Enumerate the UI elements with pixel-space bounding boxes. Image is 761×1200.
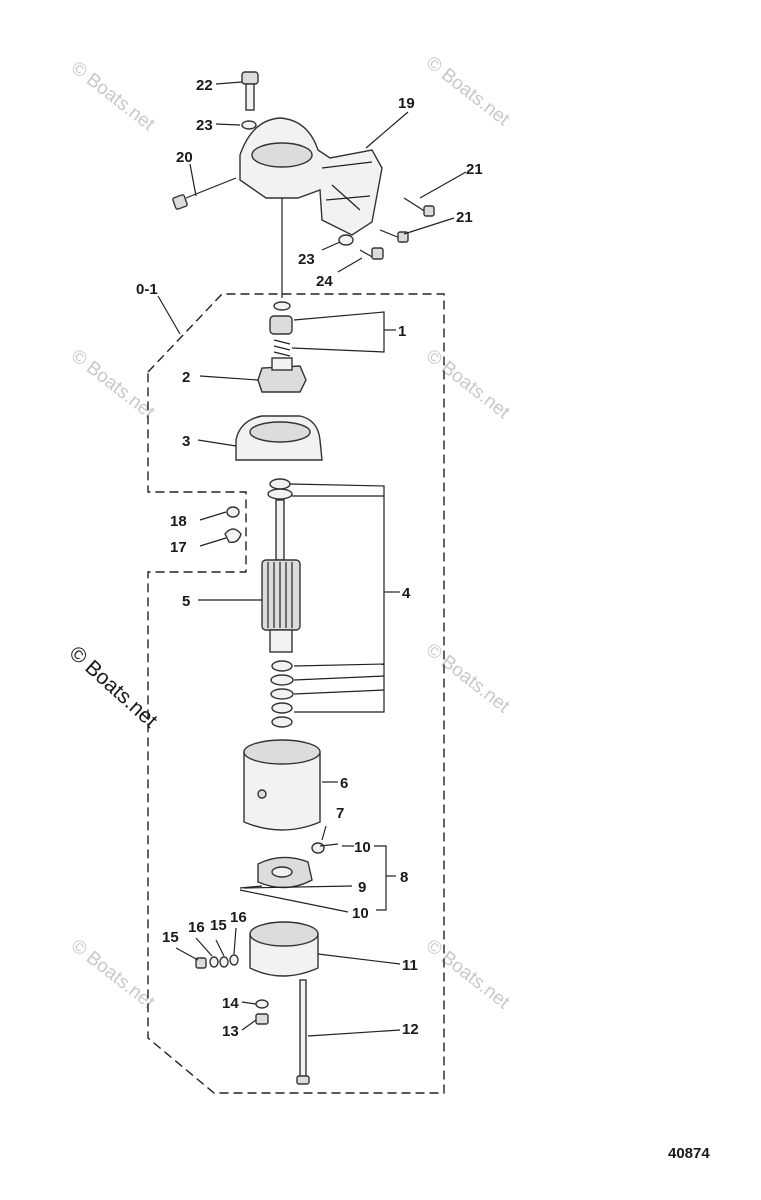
label-18: 18	[170, 513, 187, 530]
label-12: 12	[402, 1021, 419, 1038]
commutator	[269, 629, 293, 653]
end-cap-19	[239, 117, 383, 236]
watermark-2: © Boats.net	[422, 52, 514, 130]
label-15-mid: 15	[210, 917, 227, 934]
stop-collar-1	[269, 315, 293, 335]
label-23-lower: 23	[298, 251, 315, 268]
label-20: 20	[176, 149, 193, 166]
washer-4c	[271, 660, 293, 672]
brush-plate-hole	[271, 866, 293, 878]
label-5: 5	[182, 593, 190, 610]
end-cap-dome-base	[251, 142, 313, 168]
watermark-4: © Boats.net	[422, 345, 514, 423]
bolt-22-head	[241, 71, 259, 85]
label-21-upper: 21	[466, 161, 483, 178]
drive-gear-2	[257, 365, 307, 393]
label-17: 17	[170, 539, 187, 556]
through-bolt-12	[299, 979, 307, 1079]
label-16-left: 16	[188, 919, 205, 936]
callout-labels: 22 23 20 19 21 21 23 24 0-1 1 2 3 18 17 …	[136, 77, 483, 1040]
frame-screw-hole	[257, 789, 267, 799]
thrust-washer-4b	[267, 488, 293, 500]
washer-15b	[219, 956, 229, 968]
bracket-ribs	[321, 161, 373, 211]
bolt-22-shank	[245, 83, 255, 111]
drive-gear-teeth	[271, 357, 293, 371]
figure-number: 40874	[668, 1145, 710, 1162]
label-16-right: 16	[230, 909, 247, 926]
label-23-top: 23	[196, 117, 213, 134]
label-15-left: 15	[162, 929, 179, 946]
label-0-1: 0-1	[136, 281, 158, 298]
washer-16b	[229, 954, 239, 966]
drive-end-frame-bore	[249, 421, 311, 443]
brush-lead-9	[239, 885, 263, 889]
label-9: 9	[358, 879, 366, 896]
label-10-upper: 10	[354, 839, 371, 856]
washer-18	[226, 506, 240, 518]
washer-23-lower	[338, 234, 354, 246]
assembly-boundary-dashed	[147, 293, 445, 1094]
washer-4d	[270, 674, 294, 686]
bolt-20-head	[172, 194, 188, 210]
screw-10-upper	[319, 843, 339, 847]
label-1: 1	[398, 323, 406, 340]
watermark-6: © Boats.net	[67, 935, 159, 1013]
armature-windings	[267, 562, 293, 628]
nut-15a	[195, 957, 207, 969]
washer-14	[255, 999, 269, 1009]
washer-23-top	[241, 120, 257, 130]
label-14: 14	[222, 995, 239, 1012]
label-24: 24	[316, 273, 333, 290]
cap-17	[224, 528, 242, 544]
label-11: 11	[402, 957, 418, 974]
label-22: 22	[196, 77, 213, 94]
watermark-3: © Boats.net	[67, 345, 159, 423]
frame-field-6	[243, 751, 321, 831]
label-4: 4	[402, 585, 411, 602]
armature-shaft	[275, 499, 285, 561]
label-6: 6	[340, 775, 348, 792]
washer-4f	[271, 702, 293, 714]
spring-1	[273, 339, 291, 357]
watermark-7: © Boats.net	[422, 935, 514, 1013]
label-10-lower: 10	[352, 905, 369, 922]
label-3: 3	[182, 433, 190, 450]
end-cap-11-opening	[249, 921, 319, 947]
washer-4g	[271, 716, 293, 728]
bolt-21-upper-head	[423, 205, 435, 217]
label-21-lower: 21	[456, 209, 473, 226]
leader-lines	[157, 81, 467, 1037]
label-19: 19	[398, 95, 415, 112]
washer-16a	[209, 956, 219, 968]
label-2: 2	[182, 369, 190, 386]
bolt-21-lower	[379, 229, 401, 239]
bolt-21-lower-head	[397, 231, 409, 243]
nut-7	[311, 842, 325, 854]
end-cap-bracket-group	[172, 71, 435, 260]
snap-ring	[273, 301, 291, 311]
label-8: 8	[400, 869, 408, 886]
thrust-washer-4a	[269, 478, 291, 490]
frame-top-opening	[243, 739, 321, 765]
screw-13	[255, 1013, 269, 1025]
label-13: 13	[222, 1023, 239, 1040]
watermark-1: © Boats.net	[67, 57, 159, 135]
bolt-21-upper	[403, 197, 427, 213]
watermark-5: © Boats.net	[422, 639, 514, 717]
through-bolt-12-head	[296, 1075, 310, 1085]
washer-4e	[270, 688, 294, 700]
label-7: 7	[336, 805, 344, 822]
bolt-20-shank	[185, 177, 237, 199]
bolt-24-head	[371, 247, 384, 260]
